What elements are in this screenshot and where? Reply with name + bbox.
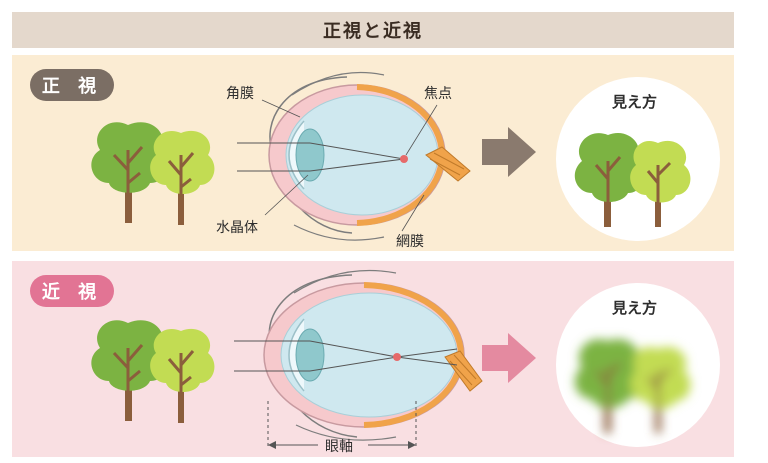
myopia-panel: 近 視 (12, 261, 734, 457)
light-tree (150, 328, 215, 423)
normal-eye-diagram (237, 72, 471, 241)
axial-length-indicator (267, 401, 417, 449)
normal-arrow (482, 127, 536, 177)
normal-vision-panel: 正 視 (12, 55, 734, 251)
dark-tree (91, 122, 168, 223)
trees-left-illustration (91, 122, 215, 225)
normal-view-trees (574, 133, 691, 227)
retina-label: 網膜 (396, 234, 424, 250)
figure-frame: 正視と近視 正 視 (12, 12, 734, 457)
cornea-label: 角膜 (226, 86, 254, 102)
light-tree (150, 130, 215, 225)
normal-vision-illustration (91, 72, 720, 241)
focus-label: 焦点 (424, 86, 452, 102)
myopia-eye-diagram (234, 269, 483, 441)
myopia-arrow (482, 333, 536, 383)
myopia-illustration (91, 269, 720, 449)
axial-length-label: 眼軸 (325, 439, 353, 455)
myopia-view-title: 見え方 (612, 299, 658, 317)
myopia-view-blurred-trees (574, 339, 691, 433)
myopia-tag: 近 視 (30, 275, 114, 307)
lens-label: 水晶体 (216, 220, 258, 236)
trees-left-illustration (91, 320, 215, 423)
normal-view-title: 見え方 (612, 93, 658, 111)
figure-title: 正視と近視 (12, 12, 734, 48)
dark-tree (91, 320, 168, 421)
normal-vision-tag: 正 視 (30, 69, 114, 101)
